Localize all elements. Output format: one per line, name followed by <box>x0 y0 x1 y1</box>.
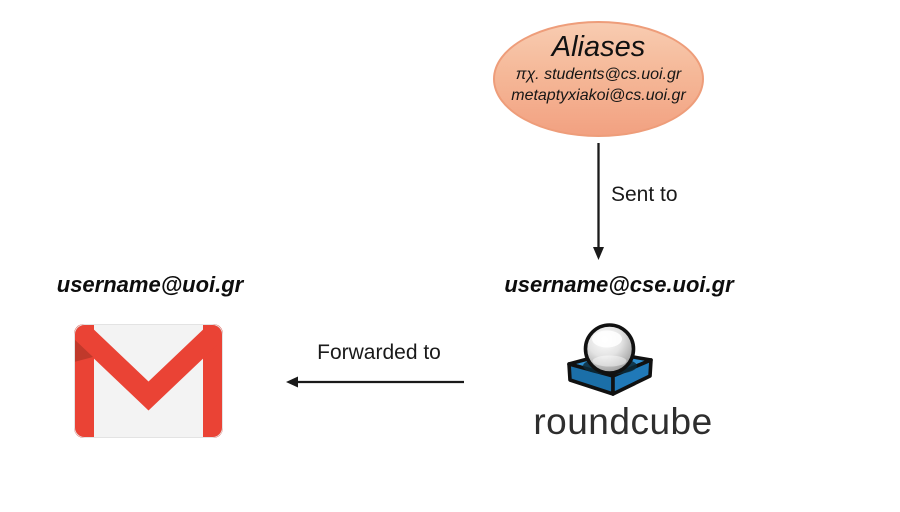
forwarded-to-arrow-icon <box>286 376 464 388</box>
sent-to-label: Sent to <box>611 183 678 206</box>
sent-to-arrow-icon <box>593 143 604 260</box>
gmail-logo-icon <box>74 324 223 438</box>
uoi-address-label: username@uoi.gr <box>56 272 244 297</box>
roundcube-logo-icon <box>567 323 653 396</box>
cse-address-label: username@cse.uoi.gr <box>504 272 734 297</box>
alias-example-1: πχ. students@cs.uoi.gr <box>515 66 682 83</box>
alias-example-2: metaptyxiakoi@cs.uoi.gr <box>511 87 686 104</box>
forwarded-to-label: Forwarded to <box>317 341 441 364</box>
roundcube-wordmark: roundcube <box>533 401 713 442</box>
aliases-ellipse-node: Aliases πχ. students@cs.uoi.gr metaptyxi… <box>493 21 704 137</box>
aliases-title: Aliases <box>551 31 646 63</box>
